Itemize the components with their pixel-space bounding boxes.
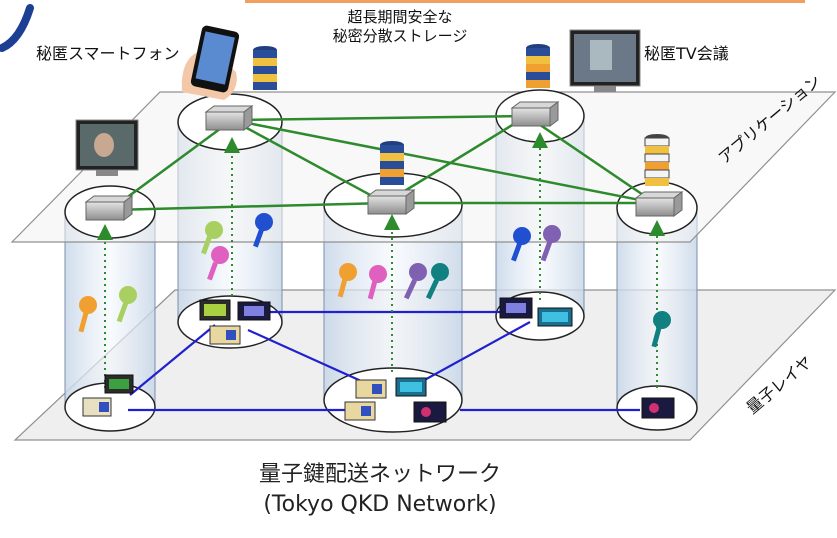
qkd-device-2c xyxy=(209,325,241,345)
qkd-device-1b xyxy=(82,397,112,417)
qkd-device-3d xyxy=(413,401,447,423)
qkd-device-2a xyxy=(199,299,231,321)
application-links xyxy=(109,114,656,212)
qkd-device-1a xyxy=(104,374,134,394)
caption-line1: 量子鍵配送ネットワーク xyxy=(258,462,501,487)
key-green-2 xyxy=(201,221,223,255)
app-server-box-2 xyxy=(204,105,254,131)
key-orange-1 xyxy=(78,296,97,333)
storage-stack-center xyxy=(380,141,404,185)
label-storage: 超長期間安全な 秘密分散ストレージ xyxy=(300,8,500,46)
app-server-box-1 xyxy=(84,195,134,221)
accent-bar xyxy=(245,0,805,3)
storage-stack-right xyxy=(526,44,550,88)
app-server-box-5 xyxy=(634,191,684,217)
label-secret-smartphone: 秘匿スマートフォン xyxy=(36,44,180,63)
key-orange-2 xyxy=(337,263,357,298)
qkd-device-3c xyxy=(344,401,376,421)
caption-line2: (Tokyo QKD Network) xyxy=(263,492,497,517)
key-green-1 xyxy=(116,286,137,323)
app-server-box-3 xyxy=(366,189,416,215)
key-teal-1 xyxy=(425,263,449,300)
label-secret-tv-conference: 秘匿TV会議 xyxy=(644,44,729,63)
logo-swoosh xyxy=(0,4,34,52)
app-server-box-4 xyxy=(510,101,560,127)
tv-monitor-right xyxy=(569,29,641,92)
key-blue-1 xyxy=(253,213,273,248)
smartphone-in-hand xyxy=(181,25,240,100)
label-storage-line1: 超長期間安全な xyxy=(347,8,453,26)
qkd-device-2b xyxy=(237,301,271,321)
label-storage-line2: 秘密分散ストレージ xyxy=(332,27,468,45)
quantum-links xyxy=(128,310,640,412)
key-delivery-arrows xyxy=(97,132,665,388)
qkd-device-4a xyxy=(499,297,533,319)
qkd-device-3b xyxy=(395,377,427,397)
qkd-device-4b xyxy=(537,307,573,327)
key-teal-2 xyxy=(651,311,671,348)
key-pink-2 xyxy=(367,265,387,300)
key-purple-1 xyxy=(403,263,427,300)
figure-caption: 量子鍵配送ネットワーク (Tokyo QKD Network) xyxy=(160,460,600,520)
key-blue-2 xyxy=(511,227,531,262)
qkd-device-5a xyxy=(641,397,675,419)
storage-stack-left xyxy=(253,46,277,90)
storage-stack-far-right xyxy=(644,134,670,186)
key-pink-1 xyxy=(207,246,229,281)
tv-monitor-left xyxy=(75,119,139,176)
qkd-device-3a xyxy=(355,379,387,399)
key-purple-2 xyxy=(540,225,561,262)
